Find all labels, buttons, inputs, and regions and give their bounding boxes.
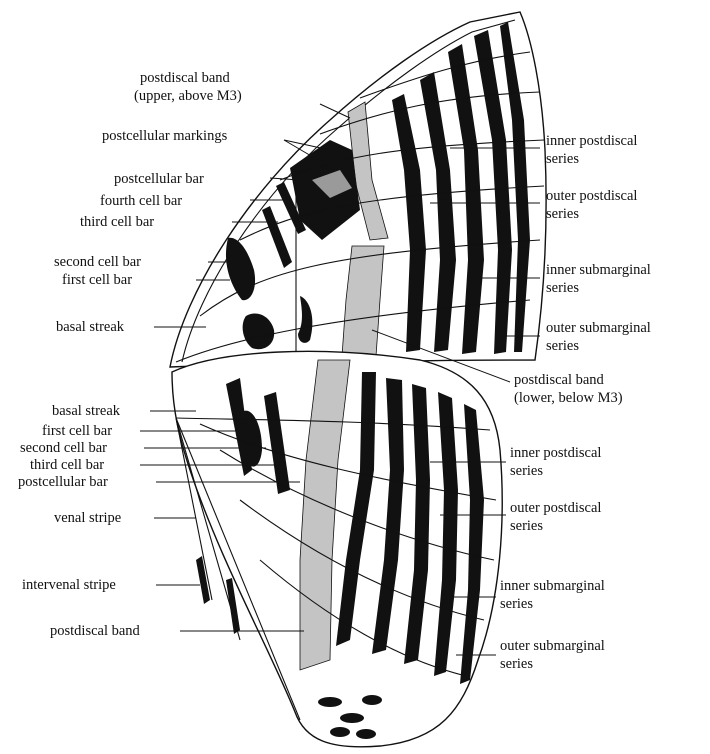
fw-basal-streak-label: basal streak — [56, 319, 125, 335]
hw-third-cell-bar-label: third cell bar — [30, 457, 104, 473]
fw-postdiscal-lower-label-2: (lower, below M3) — [514, 390, 623, 406]
forewing — [170, 12, 546, 367]
fw-second-cell-bar-label: second cell bar — [54, 254, 141, 270]
hw-inner-submarginal-label-1: inner submarginal — [500, 578, 605, 594]
fw-postdiscal-lower-label-1: postdiscal band — [514, 372, 605, 388]
fw-postcellular-bar-label: postcellular bar — [114, 171, 204, 187]
fw-third-cell-bar-label: third cell bar — [80, 214, 154, 230]
hw-postdiscal-band-label: postdiscal band — [50, 623, 141, 639]
hindwing-labels-left: basal streak first cell bar second cell … — [18, 403, 141, 639]
hw-basal-streak-label: basal streak — [52, 403, 121, 419]
fw-outer-submarginal-label-1: outer submarginal — [546, 320, 651, 336]
hw-inner-postdiscal-label-1: inner postdiscal — [510, 445, 601, 461]
fw-inner-submarginal-label-2: series — [546, 280, 579, 296]
hw-first-cell-bar-label: first cell bar — [42, 423, 112, 439]
fw-postcellular-markings-label: postcellular markings — [102, 128, 228, 144]
fw-outer-submarginal-label-2: series — [546, 338, 579, 354]
hw-outer-postdiscal-label-1: outer postdiscal — [510, 500, 601, 516]
fw-first-cell-bar-label: first cell bar — [62, 272, 132, 288]
fw-postdiscal-upper-label-1: postdiscal band — [140, 70, 231, 86]
fw-inner-postdiscal-label-1: inner postdiscal — [546, 133, 637, 149]
hw-outer-submarginal-label-1: outer submarginal — [500, 638, 605, 654]
hw-outer-submarginal-label-2: series — [500, 656, 533, 672]
hw-inner-postdiscal-label-2: series — [510, 463, 543, 479]
fw-inner-postdiscal-label-2: series — [546, 151, 579, 167]
hindwing-labels-right: inner postdiscal series outer postdiscal… — [500, 445, 605, 672]
hw-postcellular-bar-label: postcellular bar — [18, 474, 108, 490]
hw-second-cell-bar-label: second cell bar — [20, 440, 107, 456]
hw-outer-postdiscal-label-2: series — [510, 518, 543, 534]
fw-fourth-cell-bar-label: fourth cell bar — [100, 193, 182, 209]
hw-venal-stripe-label: venal stripe — [54, 510, 121, 526]
hindwing — [172, 351, 502, 746]
fw-outer-postdiscal-label-2: series — [546, 206, 579, 222]
fw-outer-postdiscal-label-1: outer postdiscal — [546, 188, 637, 204]
hw-inner-submarginal-label-2: series — [500, 596, 533, 612]
fw-postdiscal-upper-label-2: (upper, above M3) — [134, 88, 242, 104]
hw-intervenal-stripe-label: intervenal stripe — [22, 577, 116, 593]
fw-inner-submarginal-label-1: inner submarginal — [546, 262, 651, 278]
